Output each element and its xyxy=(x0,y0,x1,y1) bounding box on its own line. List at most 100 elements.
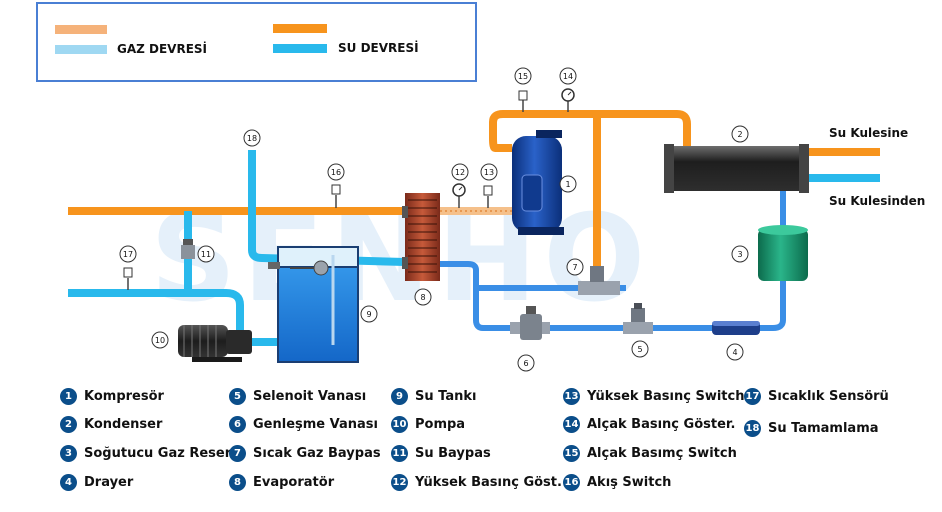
hot-gas-bypass-valve xyxy=(578,266,620,295)
legend-item-7: 7 Sıcak Gaz Baypas xyxy=(229,445,381,462)
legend-item-3: 3 Soğutucu Gaz Reserv. xyxy=(60,445,244,462)
marker-5: 5 xyxy=(631,340,649,358)
legend-label: Kompresör xyxy=(84,389,164,404)
legend-number: 13 xyxy=(563,388,580,405)
low-pressure-gauge xyxy=(561,88,575,112)
legend-item-10: 10 Pompa xyxy=(391,416,465,433)
marker-number: 7 xyxy=(572,263,577,272)
marker-number: 13 xyxy=(484,168,494,177)
marker-4: 4 xyxy=(726,343,744,361)
legend-item-5: 5 Selenoit Vanası xyxy=(229,388,366,405)
marker-number: 9 xyxy=(366,310,371,319)
marker-17: 17 xyxy=(119,245,137,263)
water-circuit-label: SU DEVRESİ xyxy=(338,40,419,55)
legend-number: 7 xyxy=(229,445,246,462)
legend-number: 3 xyxy=(60,445,77,462)
legend-number: 17 xyxy=(744,388,761,405)
legend-label: Sıcak Gaz Baypas xyxy=(253,446,381,461)
low-pressure-switch xyxy=(518,90,528,112)
marker-7: 7 xyxy=(566,258,584,276)
gas-key-swatch xyxy=(55,25,107,34)
legend-label: Soğutucu Gaz Reserv. xyxy=(84,446,244,461)
legend-item-14: 14 Alçak Basınç Göster. xyxy=(563,416,735,433)
legend-number: 1 xyxy=(60,388,77,405)
legend-item-17: 17 Sıcaklık Sensörü xyxy=(744,388,889,405)
pipe-key: GAZ DEVRESİ SU DEVRESİ xyxy=(36,2,477,82)
legend-number: 4 xyxy=(60,474,77,491)
drier xyxy=(712,321,760,335)
marker-number: 6 xyxy=(523,359,528,368)
solenoid-valve xyxy=(623,303,653,334)
to-tower-label: Su Kulesine xyxy=(829,126,908,140)
legend-item-6: 6 Genleşme Vanası xyxy=(229,416,378,433)
pump xyxy=(178,325,252,362)
water-tank xyxy=(268,246,359,363)
marker-1: 1 xyxy=(559,175,577,193)
compressor xyxy=(512,130,564,235)
marker-8: 8 xyxy=(414,288,432,306)
temperature-sensor xyxy=(123,267,133,290)
legend-label: Evaporatör xyxy=(253,475,335,490)
legend-number: 16 xyxy=(563,474,580,491)
marker-number: 17 xyxy=(123,250,133,259)
legend-number: 6 xyxy=(229,416,246,433)
legend-label: Sıcaklık Sensörü xyxy=(768,389,889,404)
water-pipe-swatch xyxy=(273,44,327,53)
legend-number: 10 xyxy=(391,416,408,433)
legend-label: Yüksek Basınç Göst. xyxy=(415,475,562,490)
marker-15: 15 xyxy=(514,67,532,85)
marker-number: 2 xyxy=(737,130,742,139)
marker-number: 11 xyxy=(201,250,211,259)
legend-number: 15 xyxy=(563,445,580,462)
legend-number: 14 xyxy=(563,416,580,433)
legend-label: Alçak Basınç Göster. xyxy=(587,417,736,432)
high-pressure-gauge xyxy=(452,183,466,208)
legend-item-13: 13 Yüksek Basınç Switch xyxy=(563,388,744,405)
water-key-swatch-light xyxy=(55,45,107,54)
marker-number: 14 xyxy=(563,72,573,81)
marker-10: 10 xyxy=(151,331,169,349)
gas-pipe-swatch xyxy=(273,24,327,33)
marker-11: 11 xyxy=(197,245,215,263)
marker-number: 5 xyxy=(637,345,642,354)
legend-number: 11 xyxy=(391,445,408,462)
marker-2: 2 xyxy=(731,125,749,143)
water-pipes xyxy=(68,150,880,346)
marker-number: 4 xyxy=(732,348,737,357)
gas-circuit-label: GAZ DEVRESİ xyxy=(117,41,207,56)
condenser xyxy=(664,144,809,193)
legend-label: Selenoit Vanası xyxy=(253,389,367,404)
legend-label: Akış Switch xyxy=(587,475,672,490)
legend-label: Drayer xyxy=(84,475,134,490)
legend-label: Pompa xyxy=(415,417,466,432)
legend-number: 2 xyxy=(60,416,77,433)
marker-18: 18 xyxy=(243,129,261,147)
marker-number: 18 xyxy=(247,134,257,143)
from-tower-label: Su Kulesinden xyxy=(829,194,925,208)
marker-number: 12 xyxy=(455,168,465,177)
marker-number: 15 xyxy=(518,72,528,81)
legend-label: Yüksek Basınç Switch xyxy=(587,389,745,404)
legend-label: Alçak Basımç Switch xyxy=(587,446,737,461)
marker-number: 1 xyxy=(565,180,570,189)
marker-number: 8 xyxy=(420,293,425,302)
legend-label: Kondenser xyxy=(84,417,163,432)
legend-label: Su Tankı xyxy=(415,389,477,404)
marker-number: 3 xyxy=(737,250,742,259)
legend-item-1: 1 Kompresör xyxy=(60,388,164,405)
marker-6: 6 xyxy=(517,354,535,372)
high-pressure-switch xyxy=(483,185,493,208)
legend-item-16: 16 Akış Switch xyxy=(563,474,671,491)
legend-label: Genleşme Vanası xyxy=(253,417,378,432)
marker-9: 9 xyxy=(360,305,378,323)
marker-14: 14 xyxy=(559,67,577,85)
marker-13: 13 xyxy=(480,163,498,181)
legend-number: 5 xyxy=(229,388,246,405)
marker-number: 10 xyxy=(155,336,165,345)
expansion-valve xyxy=(510,306,550,340)
